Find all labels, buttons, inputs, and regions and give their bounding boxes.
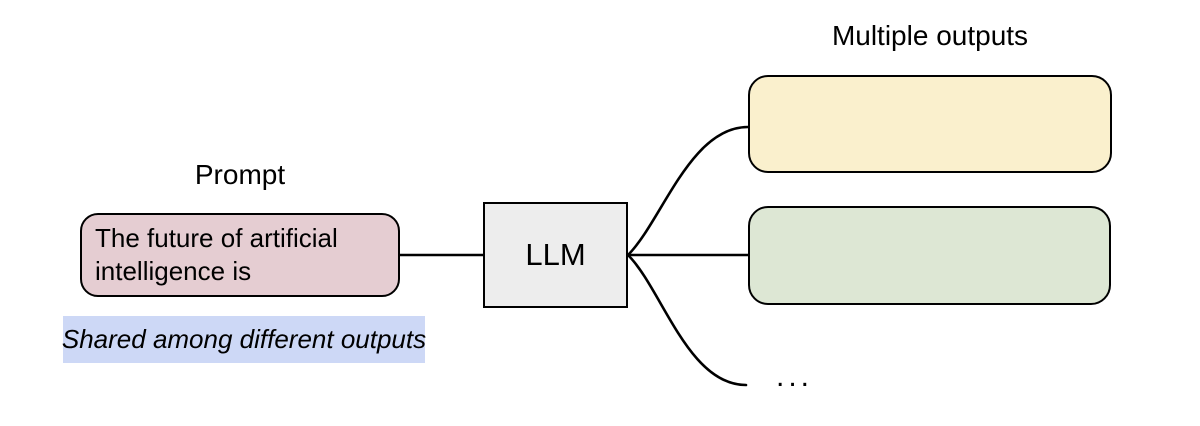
- outputs-title: Multiple outputs: [831, 20, 1029, 51]
- prompt-note-text: Shared among different outputs: [61, 324, 427, 354]
- prompt-title: Prompt: [194, 159, 286, 190]
- more-outputs-ellipsis: ...: [776, 360, 814, 393]
- llm-box: LLM: [483, 202, 628, 308]
- prompt-box-text: The future of artificial intelligence is: [95, 223, 338, 286]
- edge-llm-to-output-1: [626, 125, 750, 257]
- edge-llm-to-more-outputs: [626, 253, 748, 387]
- llm-label: LLM: [525, 237, 586, 272]
- output-box-2: [748, 206, 1111, 305]
- prompt-note-highlight: Shared among different outputs: [61, 316, 427, 363]
- output-box-1: [748, 75, 1112, 173]
- prompt-box: The future of artificial intelligence is: [80, 213, 400, 297]
